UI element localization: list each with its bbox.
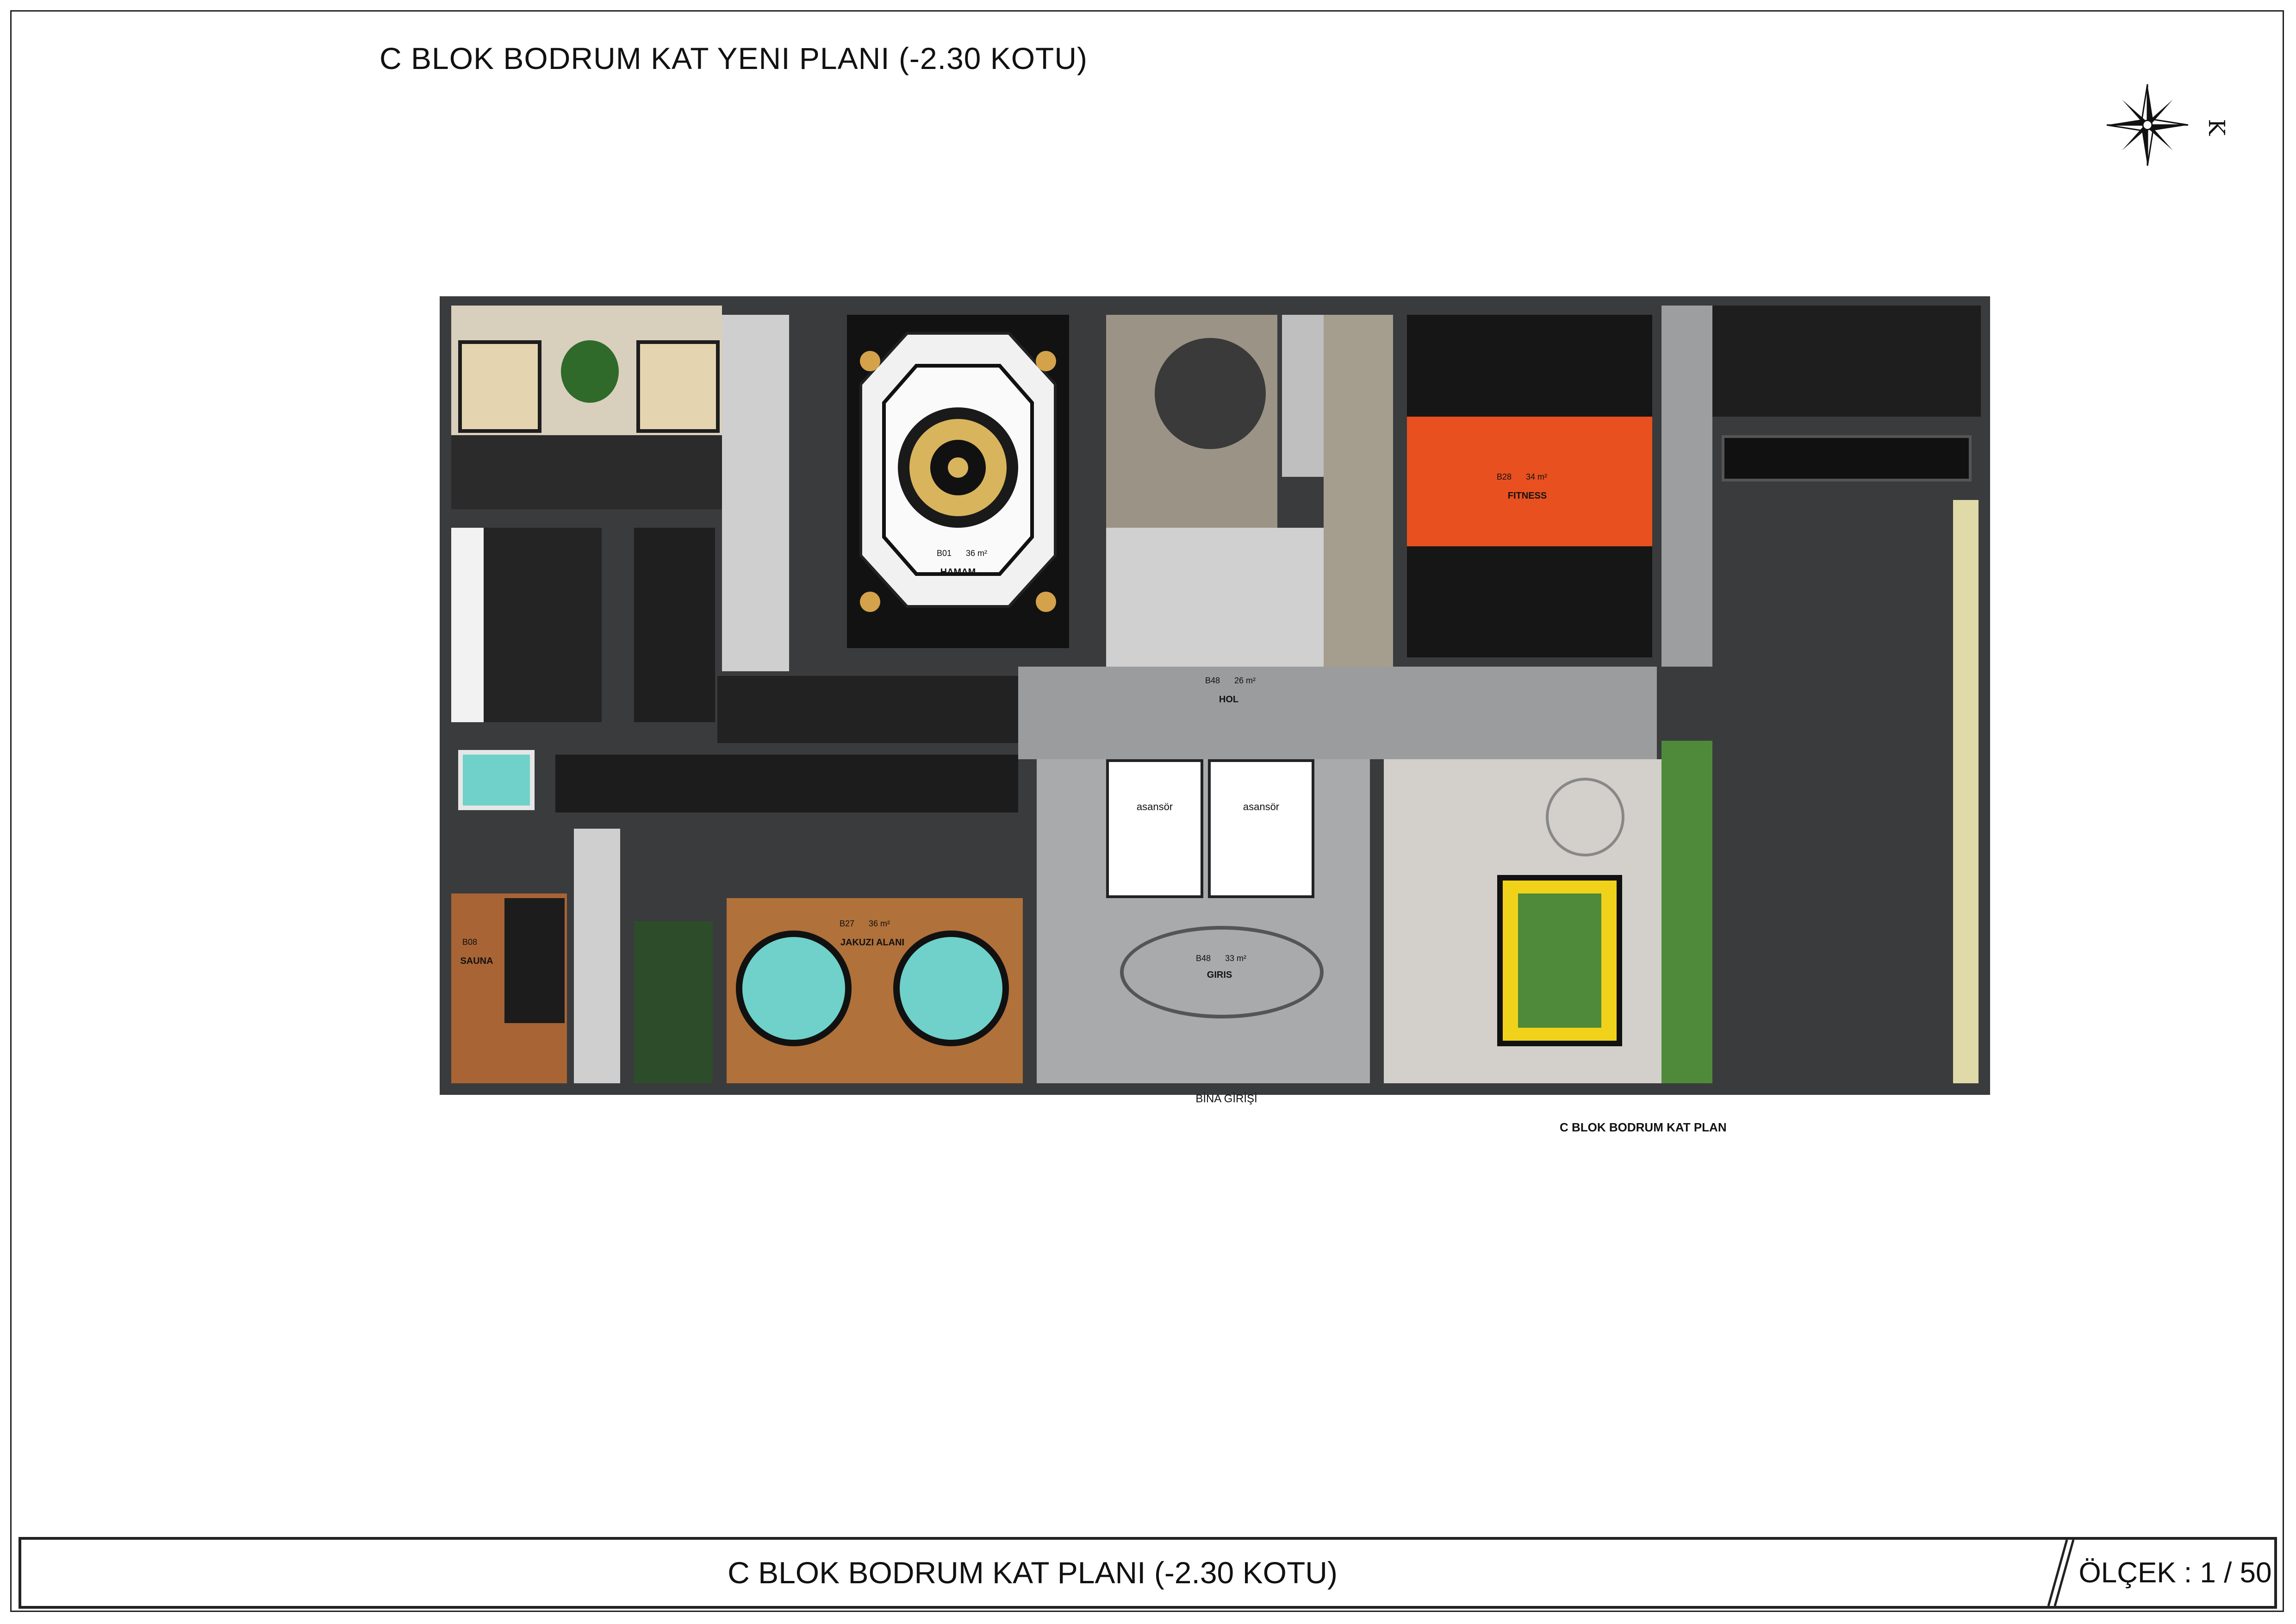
cafe-wall-strip: [1953, 500, 1979, 1083]
hol-code: B48: [1205, 676, 1220, 685]
play-round-net: [1546, 778, 1624, 856]
stair-lift: [1282, 315, 1324, 477]
round-rug: [1155, 338, 1266, 449]
hol-area: 26 m²: [1234, 676, 1256, 685]
fitness-area: 34 m²: [1525, 472, 1547, 481]
sauna-bench: [504, 898, 565, 1023]
sauna-label: SAUNA: [460, 956, 493, 966]
hamam-code: B01: [936, 549, 952, 558]
green-wall: [1661, 741, 1712, 1083]
sheet-border: [10, 10, 2284, 1612]
jakuzi-label: JAKUZI ALANI: [840, 937, 905, 948]
hamam-floor: [859, 332, 1057, 612]
right-wing-corridor: [1661, 306, 1712, 667]
corridor-gray: [1018, 667, 1657, 759]
sauna-code: B08: [462, 937, 478, 947]
floor-plan: B01 36 m² HAMAM B28 34 m² FITNESS B48 26…: [440, 296, 1990, 1095]
giris-oval-rug: [1120, 926, 1324, 1018]
north-compass-icon: K: [2106, 84, 2229, 166]
fitness-floor: [1407, 417, 1652, 546]
sauna-corridor: [574, 829, 620, 1083]
scale-label: ÖLÇEK : 1 / 50: [2078, 1557, 2272, 1589]
lounge-bed-right: [636, 340, 720, 433]
giris-code: B48: [1195, 954, 1211, 963]
washroom-left: [472, 528, 602, 722]
plan-caption: C BLOK BODRUM KAT PLAN: [1560, 1120, 1727, 1134]
elevator-1-label: asansör: [1136, 801, 1173, 812]
giris-hall: [1037, 759, 1370, 1083]
fitness-label: FITNESS: [1507, 491, 1547, 501]
title-block: C BLOK BODRUM KAT PLANI (-2.30 KOTU) ÖLÇ…: [19, 1537, 2277, 1609]
hol-label: HOL: [1219, 694, 1239, 705]
corridor-bench: [555, 755, 1018, 812]
sheet-bottom-title: C BLOK BODRUM KAT PLANI (-2.30 KOTU): [728, 1555, 1338, 1590]
jakuzi-pool-right: [893, 931, 1009, 1046]
bar-counter: [1722, 435, 1972, 481]
washrooms-top: [1712, 306, 1981, 417]
sheet-top-title: C BLOK BODRUM KAT YENI PLANI (-2.30 KOTU…: [379, 41, 1088, 75]
hamam-label: HAMAM: [940, 567, 976, 577]
lounge-side-floor: [1324, 315, 1393, 667]
locker-column: [722, 315, 789, 671]
lounge-bed-left: [458, 340, 541, 433]
hamam-area: 36 m²: [965, 549, 987, 558]
lounge-plant: [561, 340, 619, 403]
entrance-label: BİNA GİRİŞİ: [1195, 1093, 1257, 1105]
giris-area: 33 m²: [1225, 954, 1246, 963]
staircase: [1106, 528, 1338, 667]
elevator-2-label: asansör: [1243, 801, 1280, 812]
fitness-code: B28: [1496, 472, 1512, 481]
jakuzi-code: B27: [839, 919, 855, 928]
elevator-1: [1106, 759, 1203, 898]
giris-label: GIRIS: [1207, 970, 1232, 980]
washroom-white: [451, 528, 484, 722]
play-mat-grass: [1518, 893, 1601, 1028]
lounge-dark-floor: [451, 435, 722, 509]
shower-dark: [634, 528, 715, 722]
compass-letter: K: [2203, 119, 2229, 136]
small-pool: [458, 750, 535, 810]
corridor-upper: [717, 676, 1018, 743]
jakuzi-area: 36 m²: [868, 919, 890, 928]
cafe-floor: [1712, 500, 1981, 1083]
shower-green: [634, 921, 713, 1083]
title-block-divider: [2047, 1540, 2075, 1606]
elevator-2: [1208, 759, 1314, 898]
